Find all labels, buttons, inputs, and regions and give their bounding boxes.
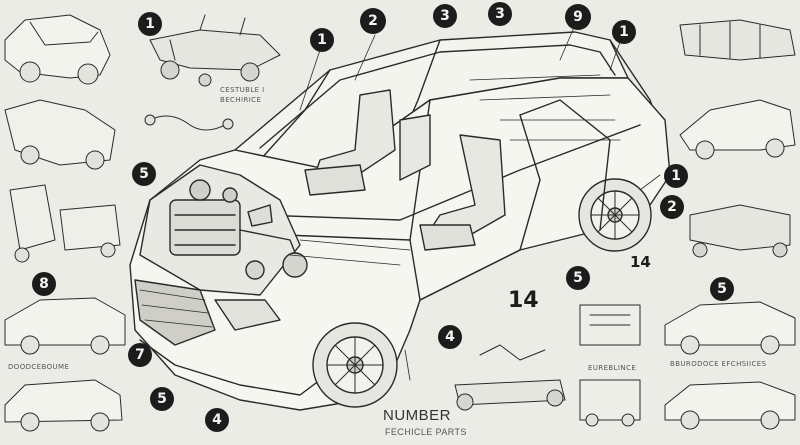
caption-bottom-left: DOODCEBOUME <box>8 363 70 371</box>
callout-number-8: 8 <box>32 272 56 296</box>
callout-number-1-right: 1 <box>612 20 636 44</box>
callout-number-7: 7 <box>128 343 152 367</box>
callout-number-4-door: 4 <box>438 325 462 349</box>
car-thumbnail-left-wagon <box>4 379 123 432</box>
callout-number-2: 2 <box>360 8 386 34</box>
hose-part <box>144 114 234 131</box>
car-thumbnail-right-sedan <box>664 301 796 355</box>
callout-number-14-right: 14 <box>630 253 651 271</box>
car-thumbnail-top-left <box>4 14 111 85</box>
chassis-part-right <box>689 204 791 258</box>
callout-number-3: 3 <box>433 4 457 28</box>
car-thumbnail-left-frame <box>4 99 116 170</box>
diagram-subtitle: FECHICLE PARTS <box>385 427 467 437</box>
axle-part <box>454 344 566 411</box>
callout-number-1: 1 <box>138 12 162 36</box>
callout-number-1-roof: 1 <box>310 28 334 52</box>
rear-view-car-part <box>579 379 641 427</box>
car-thumbnail-right-bottom <box>664 381 796 430</box>
engine-assembly-part-top-right <box>679 19 796 61</box>
leader-lines <box>299 24 661 381</box>
car-thumbnail-right-top <box>679 99 796 160</box>
suspension-assembly-part <box>149 14 281 87</box>
callout-number-14-center: 14 <box>508 288 539 313</box>
caption-top-left-a: CESTUBLE I <box>220 86 265 94</box>
front-view-car-part <box>579 304 641 346</box>
callout-number-5-right: 5 <box>710 277 734 301</box>
callout-number-5-left: 5 <box>132 162 156 186</box>
car-thumbnail-left-sedan <box>4 297 126 355</box>
caption-bottom-center: EUREBLINCE <box>588 364 637 372</box>
diagram-title: NUMBER <box>383 407 452 424</box>
caption-top-left-b: BECHIRICE <box>220 96 262 104</box>
callout-number-9: 9 <box>565 4 591 30</box>
callout-number-3b: 3 <box>488 2 512 26</box>
callout-number-5-bottom: 5 <box>150 387 174 411</box>
callout-number-4-bottom: 4 <box>205 408 229 432</box>
callout-number-2-side: 2 <box>660 195 684 219</box>
caption-bottom-right: BBURODOCE EFCHSIICES <box>670 360 767 368</box>
seat-frame-part <box>9 184 121 263</box>
main-car-illustration <box>129 31 671 411</box>
callout-number-5-center: 5 <box>566 266 590 290</box>
callout-number-1-side: 1 <box>664 164 688 188</box>
